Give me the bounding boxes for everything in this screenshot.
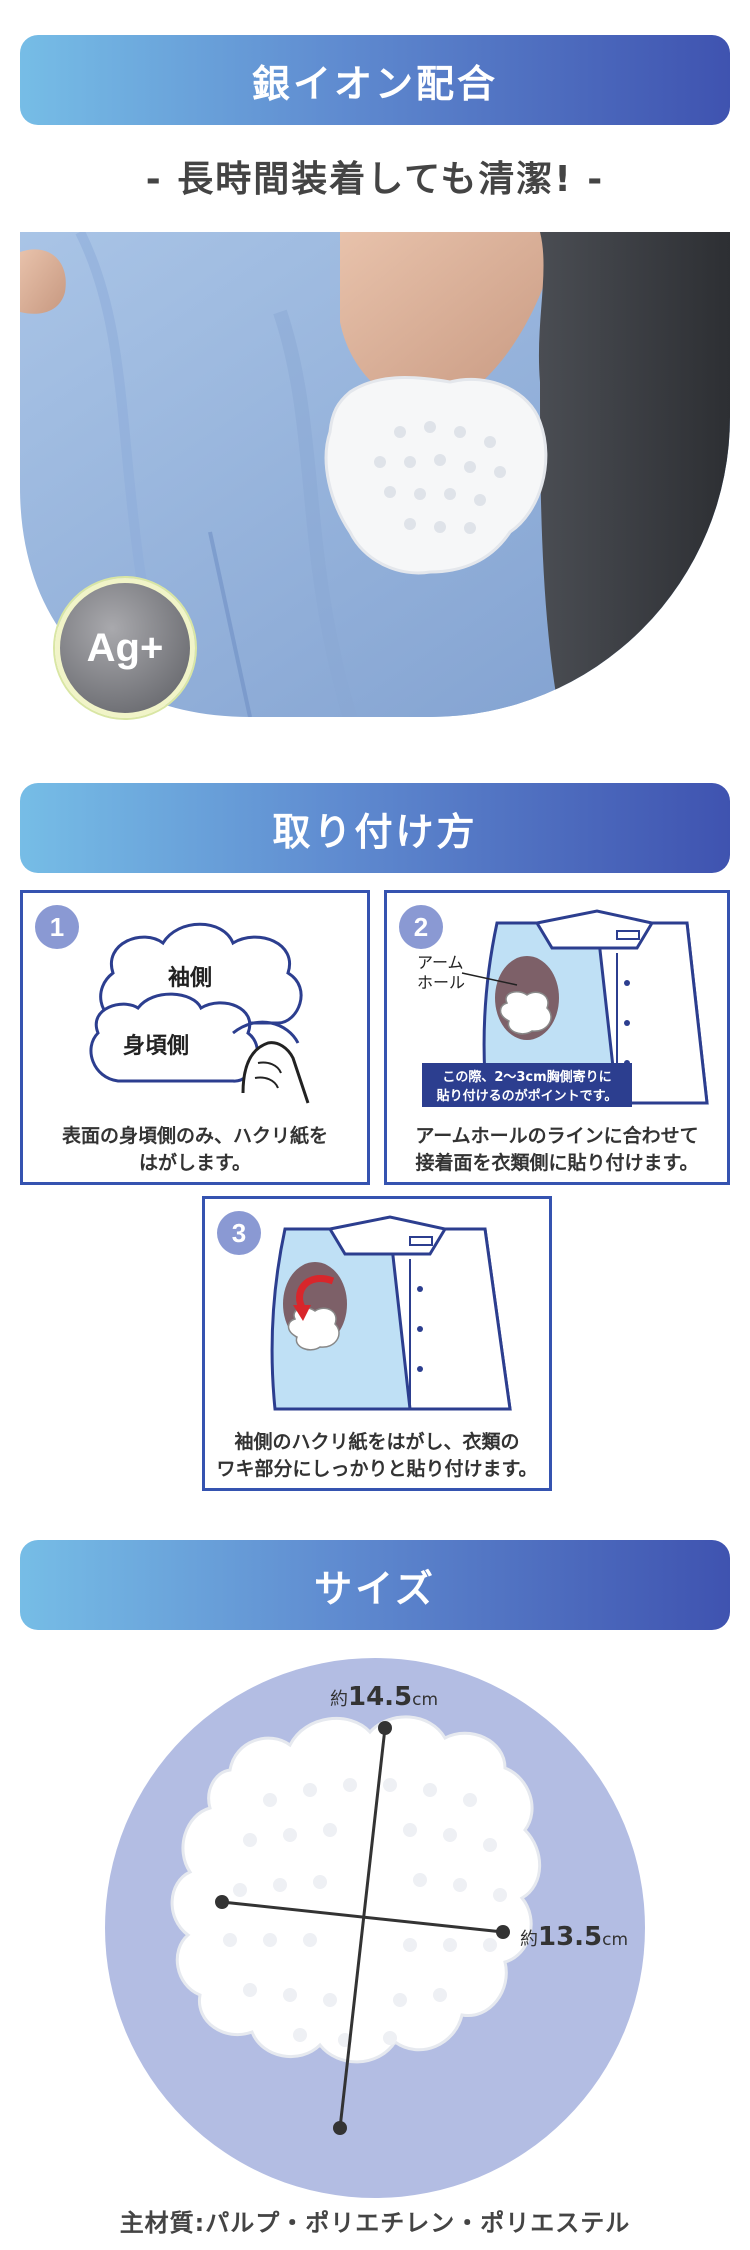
position-note-line: この際、2〜3cm胸側寄りに [442,1069,611,1085]
caption-line: 表面の身頃側のみ、ハクリ紙を [61,1125,328,1147]
dimension-value: 13.5 [538,1922,602,1952]
peel-liner-illustration: 袖側 身頃側 [89,922,310,1104]
measure-endpoint [333,2121,347,2135]
dimension-prefix: 約 [330,1689,348,1710]
caption-line: 袖側のハクリ紙をはがし、衣類の [234,1431,520,1453]
badge-label: Ag+ [86,625,164,670]
sleeve-side-label: 袖側 [168,965,212,991]
caption-line: 接着面を衣類側に貼り付けます。 [415,1152,699,1174]
caption-line: はがします。 [138,1152,252,1174]
shirt-armhole-illustration: アーム ホール この際、2〜3cm胸側寄りに 貼り付けるのがポイントです。 [417,909,709,1107]
dimension-unit: cm [602,1930,628,1950]
material-info: 主材質:パルプ・ポリエチレン・ポリエステル [119,2209,631,2237]
width-dimension-label: 約14.5cm [330,1682,438,1712]
caption-line: アームホールのラインに合わせて [415,1125,699,1147]
height-dimension-label: 約13.5cm [520,1922,628,1952]
size-diagram: 約14.5cm 約13.5cm [105,1658,645,2198]
body-side-label: 身頃側 [123,1033,189,1059]
shirt-photo-illustration [20,232,730,717]
height-measure-line [221,1900,504,1934]
hero-photo [20,232,730,717]
section-banner-how-to-attach: 取り付け方 [20,783,730,873]
measure-endpoint [215,1895,229,1909]
step-number-badge: 2 [399,905,443,949]
silver-ion-badge: Ag+ [55,578,195,718]
width-measure-line [338,1727,387,2129]
section-banner-silver-ion: 銀イオン配合 [20,35,730,125]
section-title: サイズ [314,1566,436,1611]
step-caption: 袖側のハクリ紙をはがし、衣類の ワキ部分にしっかりと貼り付けます。 [205,1429,549,1483]
armhole-callout-line: アーム [417,953,464,972]
step-caption: 表面の身頃側のみ、ハクリ紙を はがします。 [23,1123,367,1177]
step-number-badge: 3 [217,1211,261,1255]
armhole-callout-line: ホール [417,973,465,992]
dimension-value: 14.5 [348,1682,412,1712]
step-caption: アームホールのラインに合わせて 接着面を衣類側に貼り付けます。 [387,1123,727,1177]
measure-endpoint [496,1925,510,1939]
position-note-line: 貼り付けるのがポイントです。 [437,1088,618,1104]
dimension-unit: cm [412,1690,438,1710]
section-title: 銀イオン配合 [251,61,498,106]
step-number-badge: 1 [35,905,79,949]
step-1-card: 1 袖側 身頃側 表面の身頃側のみ、ハクリ紙を はがします。 [20,890,370,1185]
pad-texture [223,1778,507,2047]
shirt-attach-illustration [270,1215,512,1411]
measure-endpoint [378,1721,392,1735]
step-3-card: 3 袖側のハクリ紙をはがし、衣類の ワキ部分にしっかりと貼り付けます。 [202,1196,552,1491]
caption-line: ワキ部分にしっかりと貼り付けます。 [216,1458,538,1480]
section-subtitle: - 長時間装着しても清潔! - [145,159,605,200]
section-banner-size: サイズ [20,1540,730,1630]
step-2-card: 2 アーム ホール この際、2〜3cm胸側寄りに 貼り付けるのがポイントです。 … [384,890,730,1185]
dimension-prefix: 約 [520,1929,538,1950]
section-title: 取り付け方 [272,809,478,854]
